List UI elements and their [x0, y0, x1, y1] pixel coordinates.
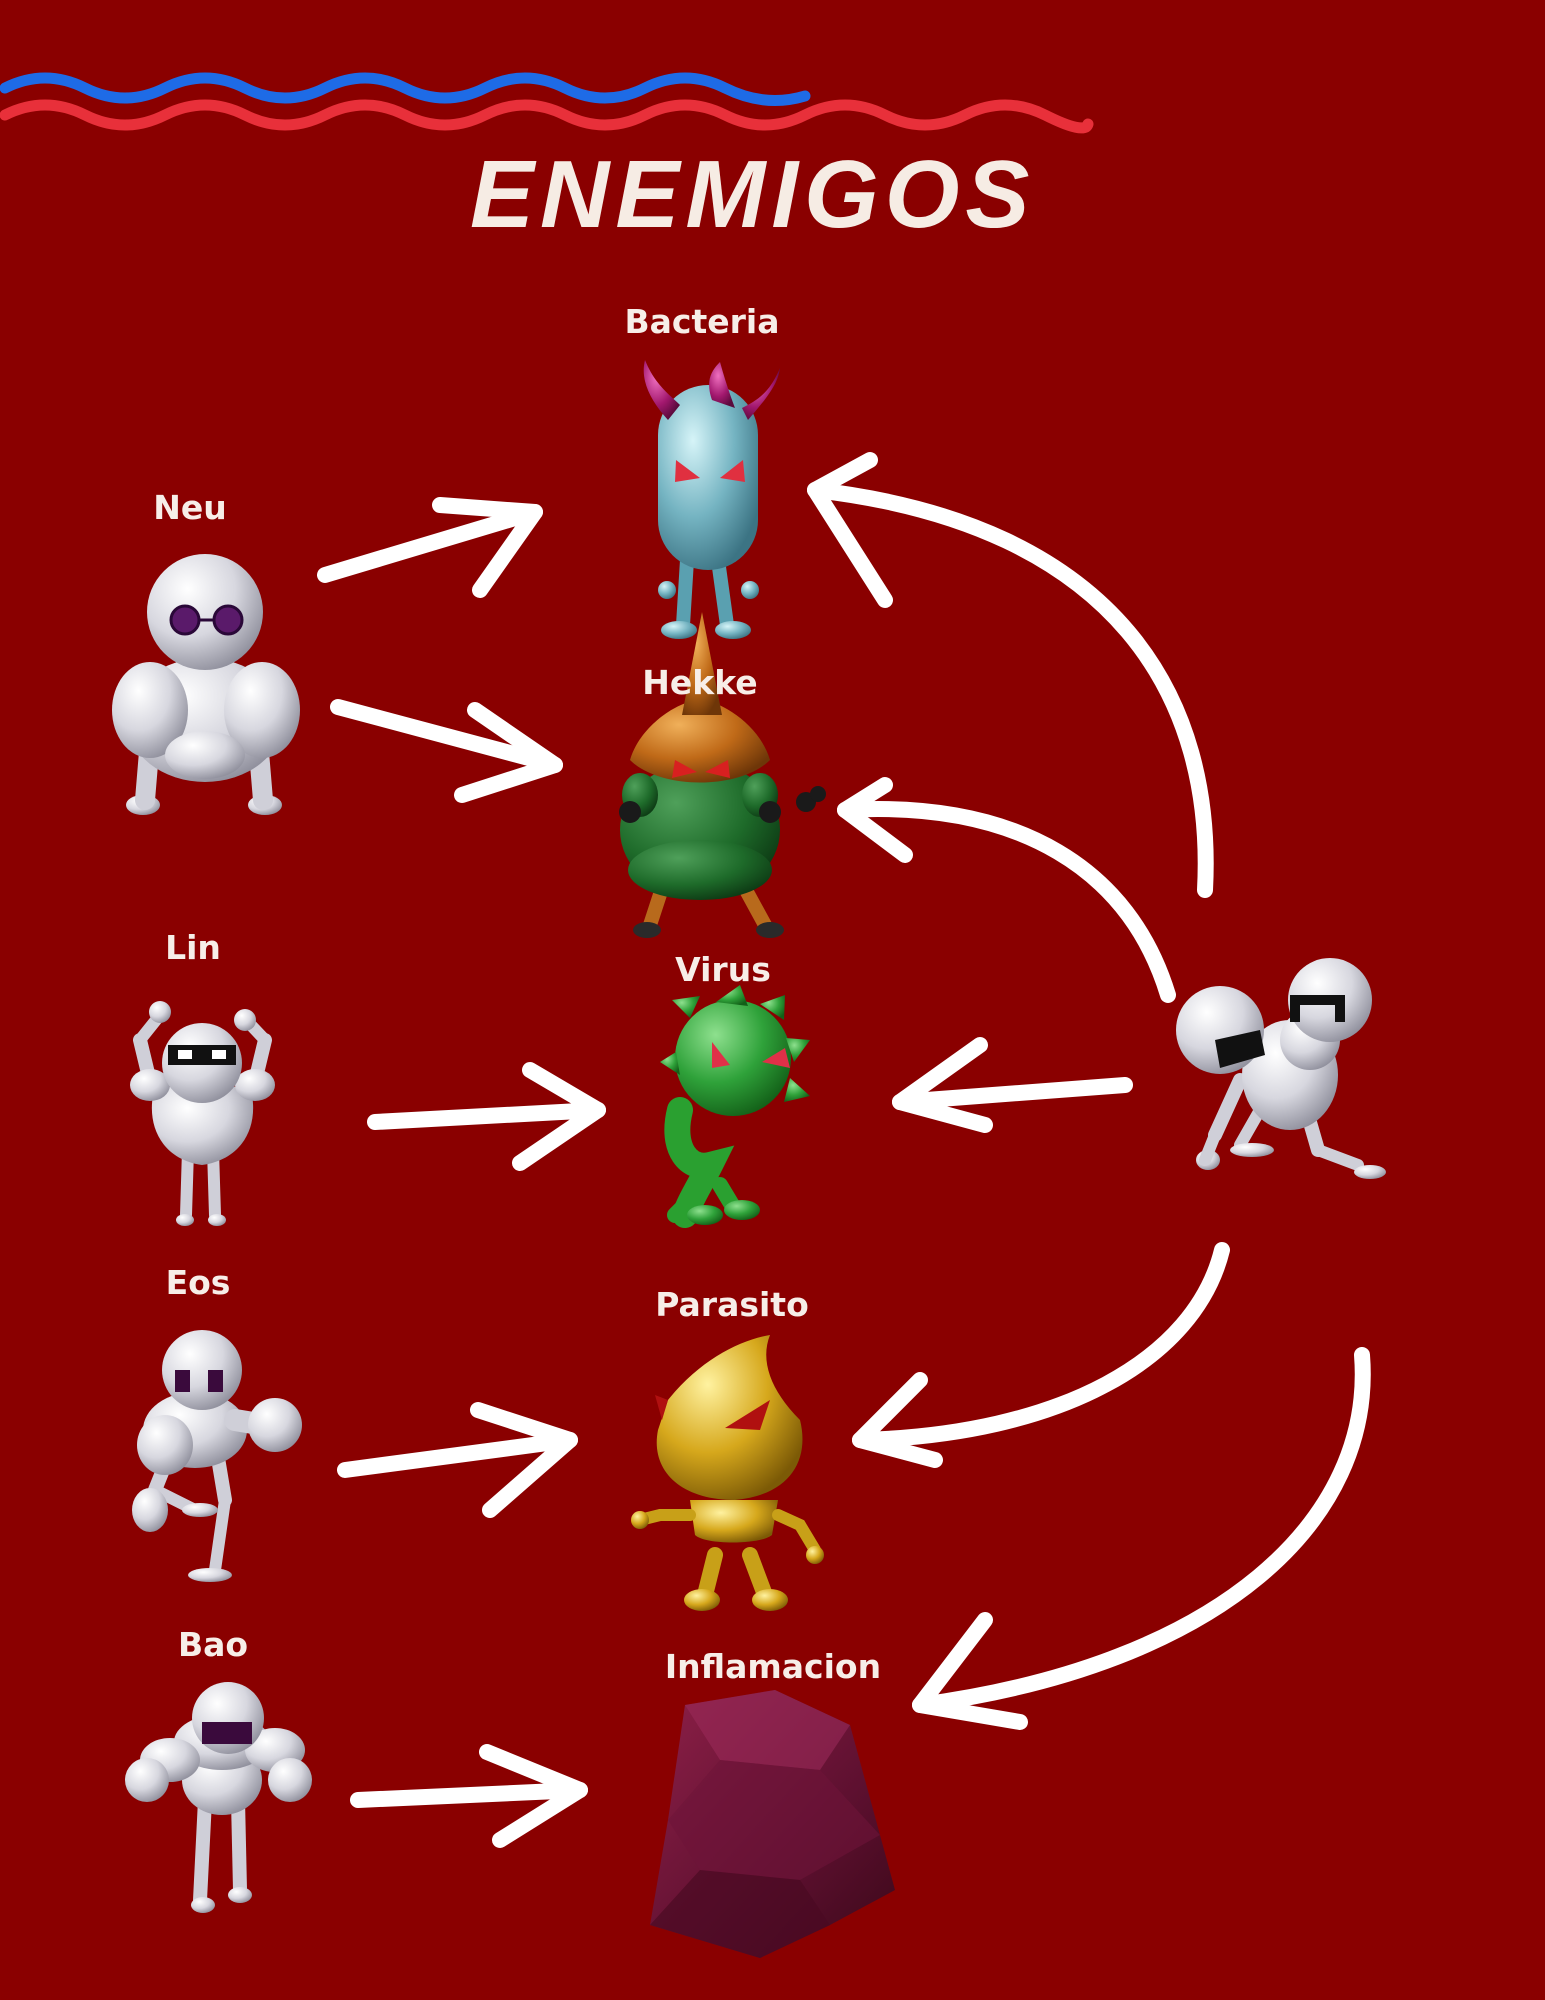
blue-wave	[0, 72, 811, 106]
red-wave	[0, 99, 1094, 134]
label-virus: Virus	[675, 950, 771, 989]
label-inflamacion: Inflamacion	[664, 1647, 882, 1686]
label-parasito: Parasito	[655, 1285, 809, 1324]
label-eos: Eos	[165, 1263, 231, 1302]
bacteria-enemy-icon	[643, 360, 780, 639]
page-title: ENEMIGOS	[470, 141, 1036, 248]
label-bacteria: Bacteria	[624, 302, 780, 341]
parasito-enemy-icon	[631, 1335, 824, 1611]
label-bao: Bao	[177, 1625, 249, 1664]
neu-character-icon	[112, 554, 300, 815]
arrow-neu-to-bacteria	[317, 497, 543, 598]
arrow-lin-to-virus	[367, 1062, 606, 1171]
arrow-macrophage-to-bacteria	[807, 452, 1214, 898]
hekke-enemy-icon	[619, 612, 826, 938]
wave-decoration	[0, 72, 1094, 134]
arrow-macrophage-to-hekke	[837, 777, 1176, 1003]
label-neu: Neu	[153, 488, 227, 527]
arrow-neu-to-hekke	[330, 699, 563, 803]
arrow-macrophage-to-parasito	[852, 1242, 1230, 1468]
arrow-macrophage-to-inflamacion	[912, 1347, 1371, 1730]
virus-enemy-icon	[660, 985, 810, 1228]
lin-character-icon	[130, 1001, 275, 1226]
arrow-macrophage-to-virus	[892, 1037, 1133, 1133]
arrows	[317, 452, 1371, 1848]
arrow-bao-to-inflamacion	[350, 1744, 588, 1848]
label-lin: Lin	[165, 928, 221, 967]
eos-character-icon	[132, 1330, 302, 1582]
inflamacion-enemy-icon	[650, 1690, 895, 1958]
label-hekke: Hekke	[642, 663, 758, 702]
macrophage-pair-icon	[1176, 958, 1386, 1179]
arrow-eos-to-parasito	[337, 1402, 578, 1518]
bao-character-icon	[125, 1682, 312, 1913]
